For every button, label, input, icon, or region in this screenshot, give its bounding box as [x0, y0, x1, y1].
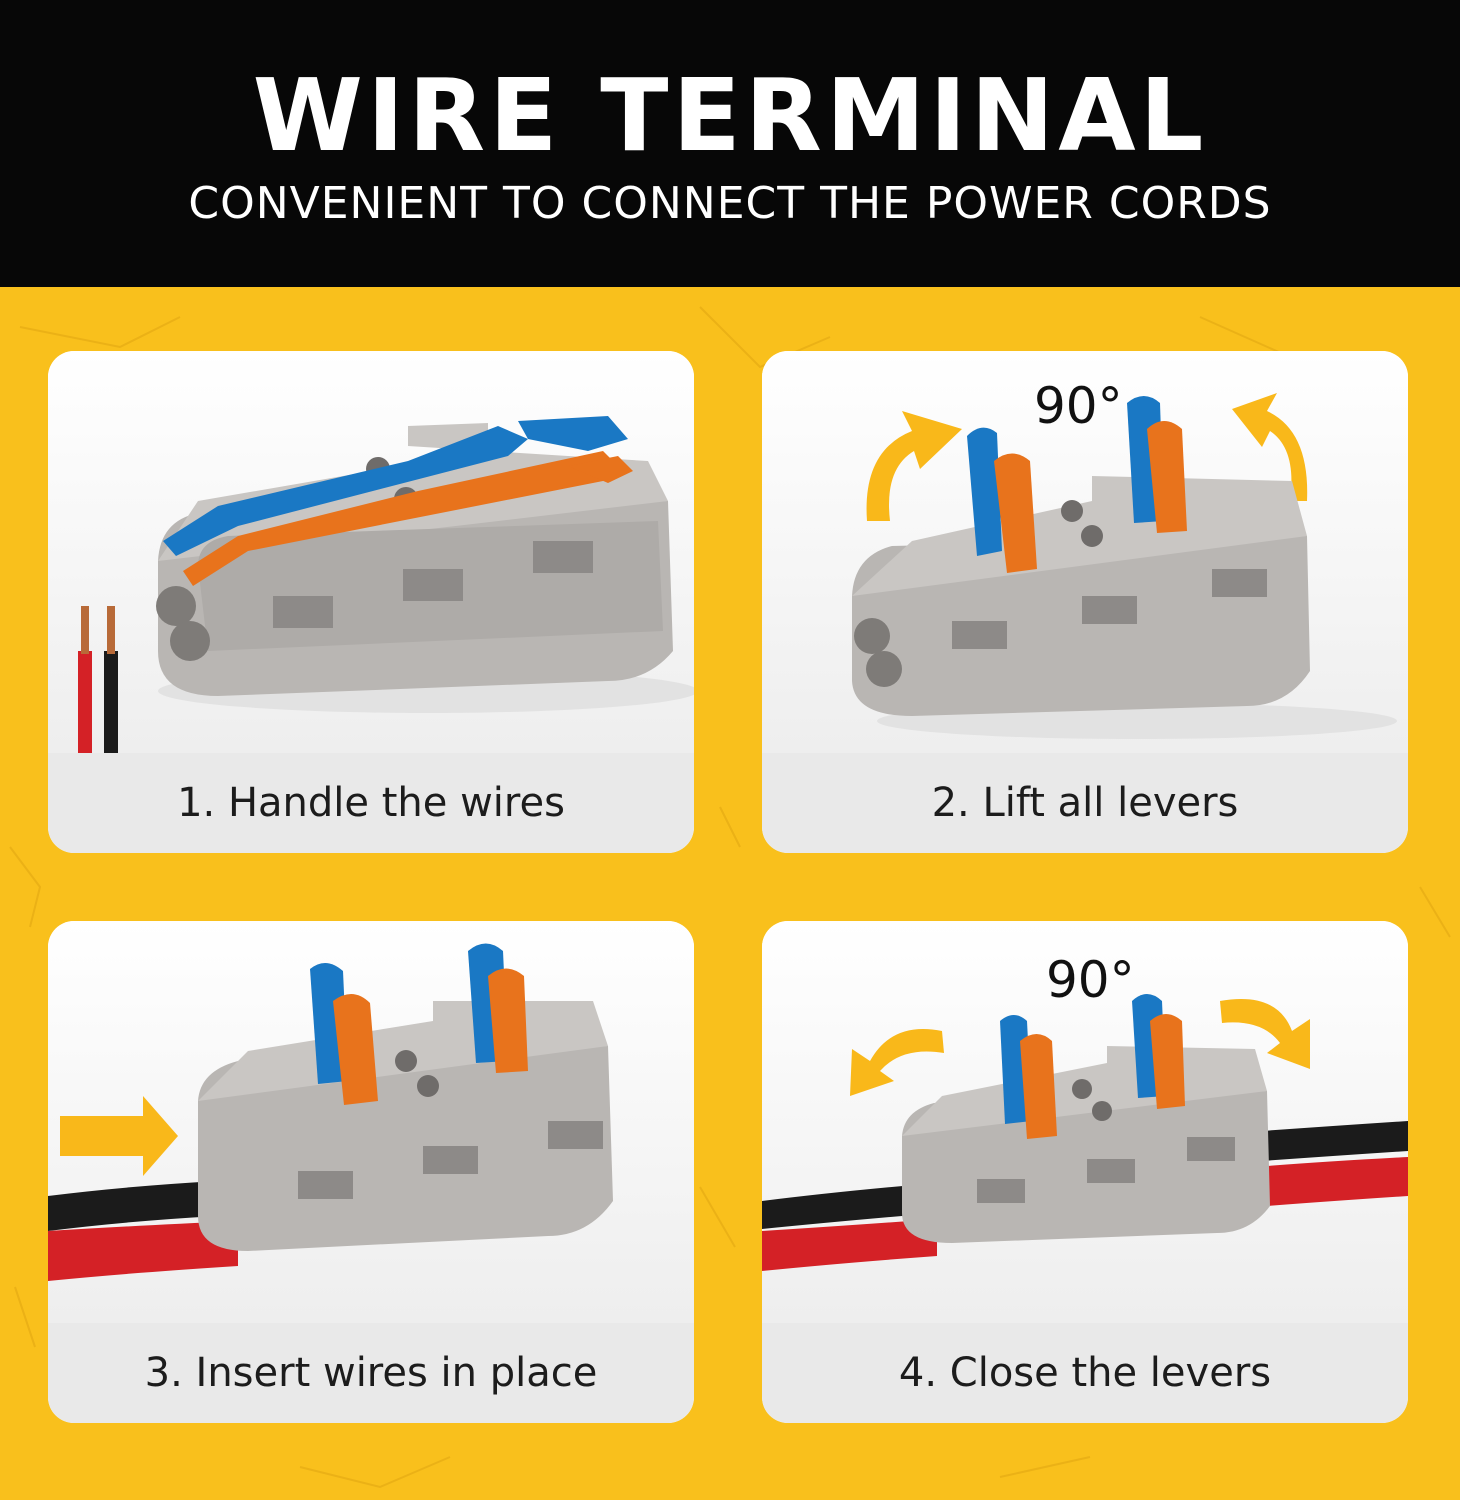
- wire-connector: [902, 1046, 1270, 1243]
- step-1-photo: [48, 351, 694, 753]
- left-curved-arrow: [866, 411, 962, 521]
- step-card-1: 1. Handle the wires: [48, 351, 694, 853]
- step-card-2: 90° 2. Lift: [762, 351, 1408, 853]
- step-2-caption-bar: 2. Lift all levers: [762, 753, 1408, 853]
- closed-levers: [163, 416, 633, 586]
- right-curved-arrow: [1232, 393, 1308, 501]
- grunge-texture: [9, 306, 1451, 1489]
- step-2-caption: 2. Lift all levers: [931, 780, 1239, 826]
- page-title: WIRE TERMINAL: [252, 57, 1208, 174]
- step-3-caption-bar: 3. Insert wires in place: [48, 1323, 694, 1423]
- step-4-photo: 90°: [762, 921, 1408, 1323]
- wire-connector: [156, 423, 673, 696]
- angle-label: 90°: [1046, 951, 1135, 1009]
- lifted-levers: [967, 396, 1187, 573]
- wire-connector: [852, 476, 1310, 716]
- step-4-caption-bar: 4. Close the levers: [762, 1323, 1408, 1423]
- stripped-wires: [78, 606, 118, 753]
- left-curved-arrow: [850, 1029, 944, 1096]
- step-1-caption: 1. Handle the wires: [177, 780, 565, 826]
- step-card-4: 90°: [762, 921, 1408, 1423]
- inserted-wires: [762, 1121, 1408, 1271]
- step-3-photo: [48, 921, 694, 1323]
- step-4-caption: 4. Close the levers: [898, 1350, 1272, 1396]
- lifted-levers: [310, 943, 528, 1105]
- header-banner: WIRE TERMINAL CONVENIENT TO CONNECT THE …: [0, 0, 1460, 287]
- step-3-caption: 3. Insert wires in place: [144, 1350, 598, 1396]
- page-subtitle: CONVENIENT TO CONNECT THE POWER CORDS: [188, 178, 1272, 229]
- step-1-caption-bar: 1. Handle the wires: [48, 753, 694, 853]
- levers-closing: [1000, 994, 1185, 1139]
- insert-arrow: [60, 1096, 178, 1176]
- step-2-photo: 90°: [762, 351, 1408, 753]
- inserted-wires: [48, 1181, 238, 1281]
- right-curved-arrow: [1220, 999, 1310, 1069]
- step-card-3: 3. Insert wires in place: [48, 921, 694, 1423]
- angle-label: 90°: [1034, 377, 1123, 435]
